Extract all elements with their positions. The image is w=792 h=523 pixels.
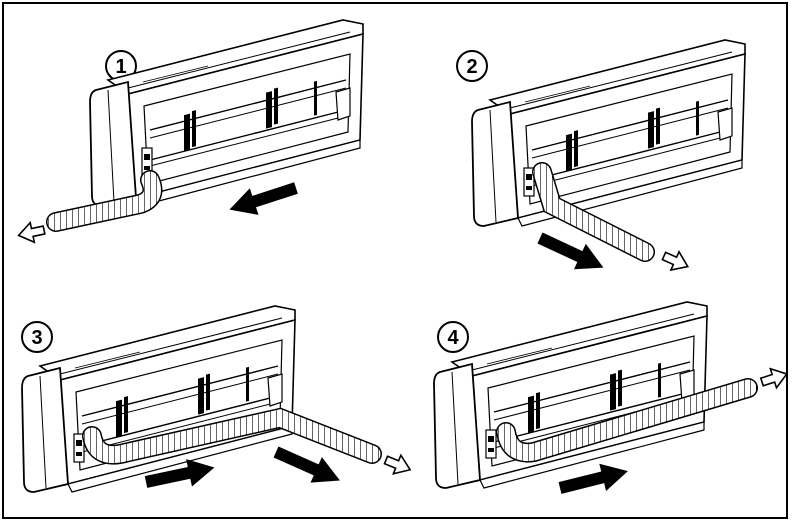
open-arrow-1 bbox=[15, 219, 47, 246]
open-arrow-4 bbox=[758, 363, 791, 393]
move-arrow-1 bbox=[225, 174, 301, 223]
step-1-label: 1 bbox=[115, 56, 126, 78]
panel-1: 1 bbox=[15, 19, 364, 246]
panel-3: 3 bbox=[21, 305, 415, 496]
open-arrow-3 bbox=[381, 449, 415, 480]
step-4-badge bbox=[437, 321, 469, 353]
indoor-unit-4 bbox=[433, 301, 708, 489]
step-3-label: 3 bbox=[31, 327, 42, 349]
panel-2: 2 bbox=[456, 39, 746, 281]
panel-4: 4 bbox=[433, 301, 791, 502]
indoor-unit-1 bbox=[89, 19, 364, 207]
step-3-badge bbox=[21, 321, 53, 353]
indoor-unit-3 bbox=[21, 305, 296, 493]
step-4-label: 4 bbox=[447, 327, 459, 349]
open-arrow-2 bbox=[659, 246, 693, 277]
step-2-badge bbox=[456, 50, 488, 82]
indoor-unit-2 bbox=[471, 39, 746, 227]
step-2-label: 2 bbox=[466, 56, 477, 78]
